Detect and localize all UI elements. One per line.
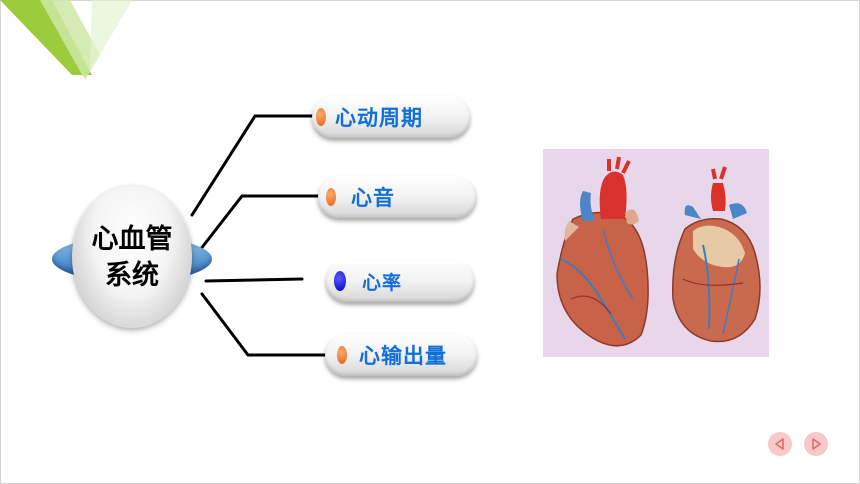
branch-label: 心音 — [351, 186, 395, 210]
bullet-dot — [316, 108, 326, 126]
triangle-left-icon — [775, 438, 784, 450]
bullet-dot — [337, 346, 347, 364]
hub-node — [72, 186, 192, 328]
heart-anatomy-image — [543, 149, 769, 357]
connector-1 — [190, 114, 318, 217]
branch-node-heart-rate: 心率 — [326, 260, 474, 302]
connector-2 — [198, 194, 322, 252]
hub-label-line1: 心血管 — [91, 224, 173, 255]
branch-node-cardiac-cycle: 心动周期 — [312, 96, 470, 138]
branch-label: 心率 — [362, 271, 403, 294]
connector-4 — [200, 292, 330, 357]
hub-label: 心血管 系统 — [72, 222, 192, 294]
triangle-right-icon — [812, 438, 821, 450]
branch-node-heart-sound: 心音 — [318, 176, 476, 218]
branch-label: 心输出量 — [359, 344, 447, 368]
connector-3 — [204, 277, 304, 283]
prev-slide-button[interactable] — [768, 432, 792, 456]
hub-label-line2: 系统 — [105, 260, 159, 291]
branch-node-cardiac-output: 心输出量 — [325, 334, 477, 376]
corner-decoration — [0, 0, 132, 80]
bullet-dot — [326, 188, 336, 206]
bullet-dot — [334, 271, 346, 291]
next-slide-button[interactable] — [804, 432, 828, 456]
branch-label: 心动周期 — [335, 106, 423, 130]
